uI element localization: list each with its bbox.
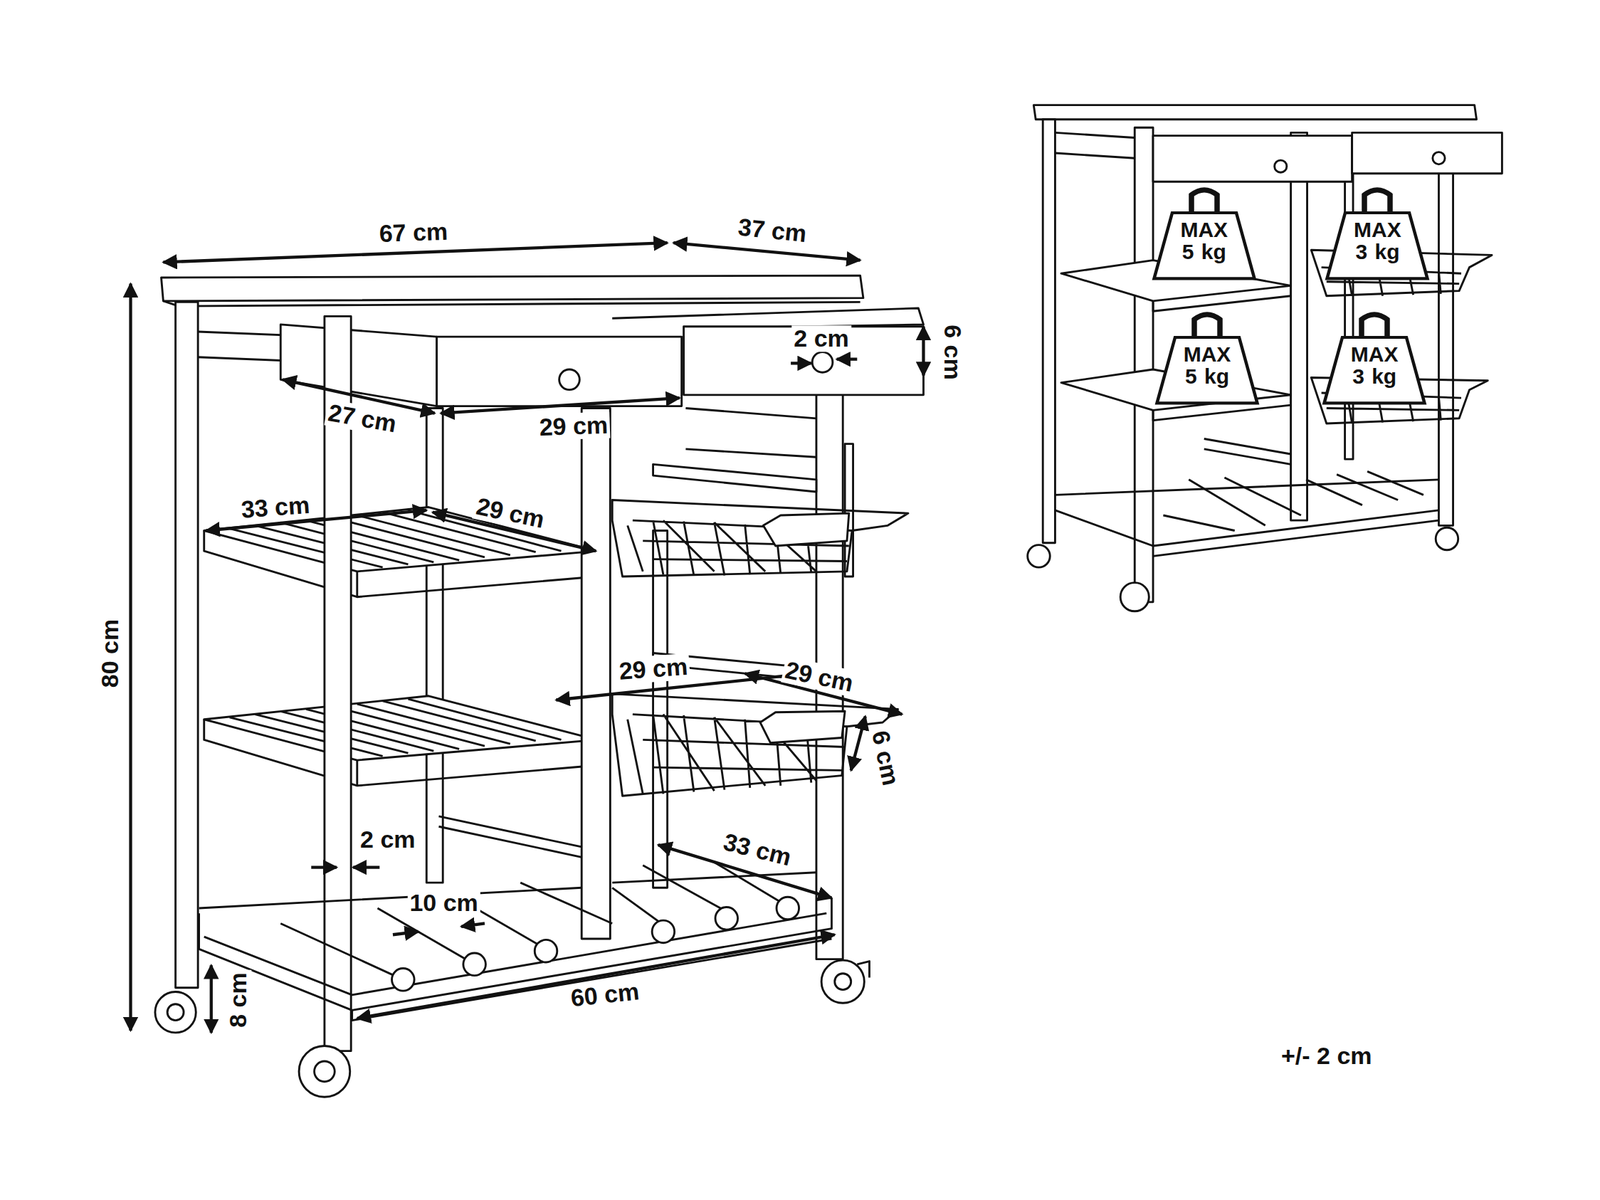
dimension-label: 60 cm — [567, 977, 643, 1013]
dimension-label: 33 cm — [718, 828, 796, 872]
dimension-arrows — [130, 242, 924, 1033]
weight-limit-icon: MAX 3 kg — [1320, 307, 1428, 408]
weight-text: MAX 5 kg — [1174, 343, 1240, 388]
dimension-label: 37 cm — [734, 213, 810, 248]
dimension-label: 29 cm — [615, 653, 691, 685]
dimension-label: 67 cm — [376, 217, 451, 247]
weight-limit-icon: MAX 5 kg — [1150, 182, 1258, 283]
dimension-label: 2 cm — [791, 325, 852, 352]
weight-limit-icon: MAX 3 kg — [1323, 182, 1431, 283]
tolerance-note: +/- 2 cm — [1279, 1042, 1375, 1070]
small-arrows — [311, 359, 857, 936]
dimension-label: 29 cm — [536, 412, 611, 442]
weight-text: MAX 3 kg — [1344, 218, 1410, 264]
main-cart — [155, 275, 924, 1097]
dimension-label: 2 cm — [358, 826, 418, 853]
weight-text: MAX 5 kg — [1171, 218, 1238, 264]
dimension-label: 6 cm — [938, 322, 966, 383]
weight-limit-icon: MAX 5 kg — [1153, 307, 1261, 408]
dimension-label: 33 cm — [238, 491, 314, 523]
dimension-label: 80 cm — [96, 616, 124, 689]
weight-text: MAX 3 kg — [1341, 343, 1408, 388]
dimension-label: 8 cm — [225, 970, 252, 1030]
dimension-label: 6 cm — [866, 725, 905, 790]
small-cart — [1027, 105, 1503, 612]
dimension-label: 10 cm — [407, 889, 480, 917]
